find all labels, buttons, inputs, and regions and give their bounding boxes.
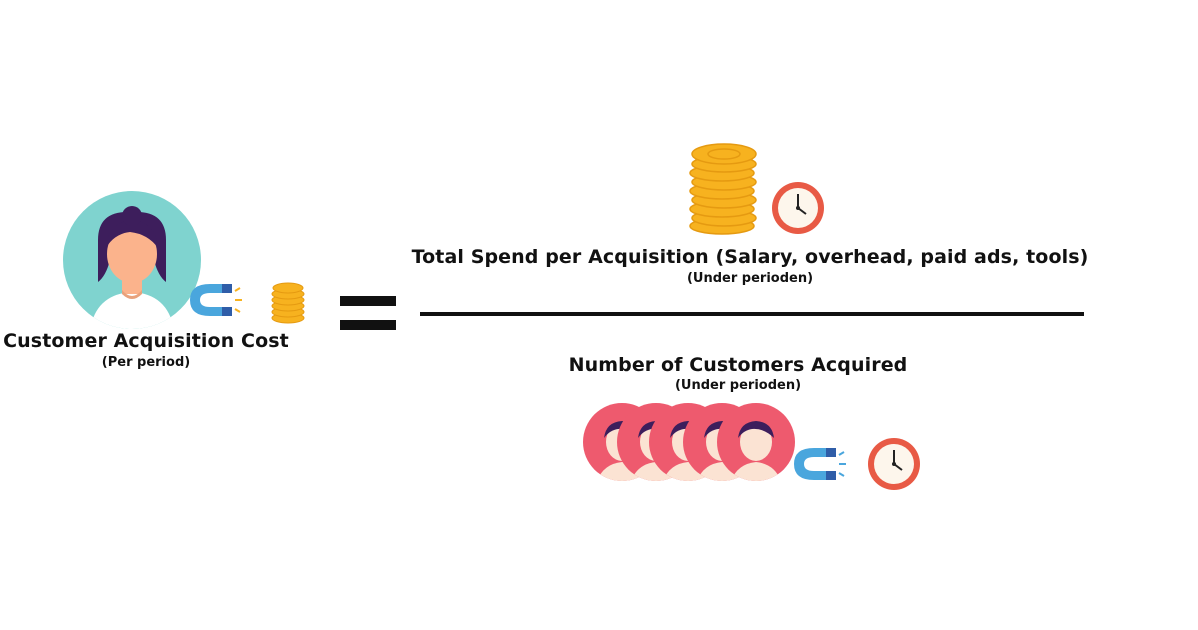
numerator-title: Total Spend per Acquisition (Salary, ove… — [411, 246, 1089, 268]
woman-avatar-icon — [63, 191, 201, 329]
numerator-subtitle: (Under perioden) — [686, 271, 814, 286]
denominator-subtitle: (Under perioden) — [674, 378, 802, 393]
customer-group-icon — [582, 402, 798, 484]
magnet-icon — [794, 448, 846, 480]
fraction-line — [420, 312, 1084, 316]
left-term-subtitle: (Per period) — [101, 355, 191, 370]
denominator-title: Number of Customers Acquired — [568, 354, 908, 376]
left-term-title: Customer Acquisition Cost — [3, 330, 289, 352]
coin-stack-icon — [689, 143, 757, 235]
clock-icon — [772, 182, 824, 234]
equals-sign — [340, 296, 396, 332]
clock-icon — [868, 438, 920, 490]
coin-stack-icon — [271, 282, 305, 324]
magnet-icon — [190, 284, 242, 316]
